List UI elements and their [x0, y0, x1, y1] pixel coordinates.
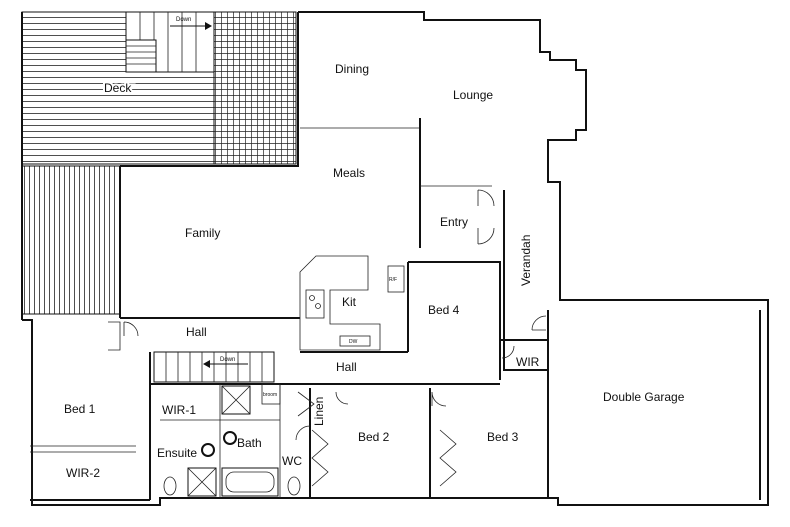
- broom-label: broom: [263, 392, 277, 398]
- room-label-bed1: Bed 1: [64, 402, 96, 416]
- room-label-bath: Bath: [237, 436, 262, 450]
- room-label-deck: Deck: [104, 81, 132, 95]
- hall-stair: Down: [153, 351, 275, 383]
- deck-area: Down Deck: [21, 11, 297, 315]
- room-label-wc: WC: [282, 454, 302, 468]
- room-label-bed4: Bed 4: [428, 303, 460, 317]
- doors: [123, 189, 547, 487]
- rf-label: R/F: [389, 277, 397, 283]
- bath-fixtures: broom: [163, 383, 301, 497]
- room-label-hall-upper: Hall: [186, 325, 207, 339]
- room-labels: Dining Lounge Meals Family Entry Veranda…: [64, 62, 685, 480]
- room-label-wir: WIR: [516, 355, 540, 369]
- deck-stair-label: Down: [176, 17, 191, 23]
- room-label-lounge: Lounge: [453, 88, 493, 102]
- room-label-bed3: Bed 3: [487, 430, 519, 444]
- kitchen-bench: DW R/F: [299, 255, 405, 351]
- interior-walls: [30, 118, 549, 501]
- room-label-meals: Meals: [333, 166, 365, 180]
- room-label-hall-lower: Hall: [336, 360, 357, 374]
- room-label-wir1: WIR-1: [162, 403, 196, 417]
- room-label-dining: Dining: [335, 62, 369, 76]
- room-label-entry: Entry: [440, 215, 468, 229]
- room-label-wir2: WIR-2: [66, 466, 100, 480]
- room-label-linen: Linen: [312, 397, 326, 426]
- deck-stair: Down: [125, 11, 215, 73]
- hall-stair-label: Down: [220, 357, 235, 363]
- room-label-bed2: Bed 2: [358, 430, 390, 444]
- dw-label: DW: [349, 339, 358, 345]
- room-label-kit: Kit: [342, 295, 357, 309]
- room-label-verandah: Verandah: [519, 235, 533, 286]
- room-label-double-garage: Double Garage: [603, 390, 685, 404]
- exterior-walls: [21, 11, 769, 506]
- room-label-ensuite: Ensuite: [157, 446, 197, 460]
- room-label-family: Family: [185, 226, 220, 240]
